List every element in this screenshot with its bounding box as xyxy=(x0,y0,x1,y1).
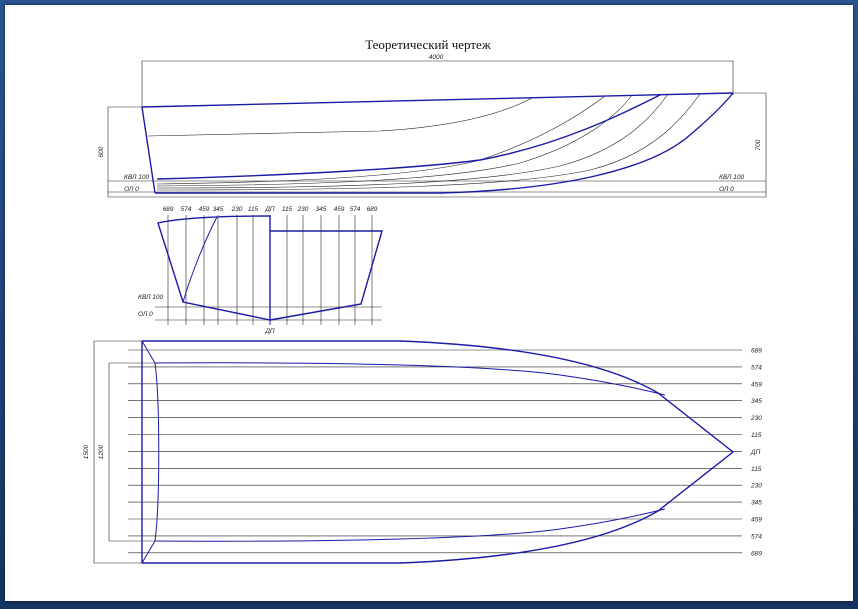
chine-plan-top xyxy=(154,362,666,396)
length-dimension-label: 4000 xyxy=(429,54,444,61)
body-plan-station-label: 230 xyxy=(297,206,309,213)
plan-buttock-label: 459 xyxy=(751,517,762,524)
plan-buttock-label: 689 xyxy=(751,550,762,557)
body-plan-bottom-label: ДП xyxy=(264,328,275,335)
plan-width-inner-label: 1200 xyxy=(98,444,105,459)
drawing-title: Теоретический чертеж xyxy=(365,37,492,52)
plan-inner-dimension xyxy=(108,362,155,542)
buttock-line-3 xyxy=(156,93,669,189)
plan-buttock-label: 574 xyxy=(751,533,762,540)
body-plan-station-label: 574 xyxy=(181,206,192,213)
plan-buttock-label: 689 xyxy=(751,348,762,355)
stern-half-section xyxy=(157,215,271,321)
plan-view: 1500 1200 689574459345230115ДП1152303454… xyxy=(83,340,762,564)
transom-line xyxy=(141,106,156,194)
body-plan-station-label: ДП xyxy=(264,206,275,213)
body-plan-station-label: 459 xyxy=(334,206,345,213)
plan-buttock-label: 230 xyxy=(750,415,762,422)
buttock-line-2 xyxy=(156,94,633,187)
bow-half-section xyxy=(269,230,383,321)
body-plan-station-label: 115 xyxy=(248,206,259,213)
body-plan-station-label: 459 xyxy=(199,206,210,213)
side-height-left-label: 600 xyxy=(98,146,105,157)
kvl-right-label: КВЛ 100 xyxy=(719,174,745,181)
ol-right-label: ОЛ 0 xyxy=(719,186,734,193)
sheer-line xyxy=(141,92,734,108)
side-box-lines xyxy=(108,92,767,198)
plan-buttock-label: 574 xyxy=(751,364,762,371)
kvl-left-label: КВЛ 100 xyxy=(124,174,150,181)
body-plan-station-label: 230 xyxy=(231,206,243,213)
chine-line xyxy=(156,94,661,180)
side-height-right-label: 700 xyxy=(755,139,762,150)
length-dimension-line xyxy=(141,60,734,107)
body-plan-kvl-label: КВЛ 100 xyxy=(138,294,164,301)
plan-outer-dimension xyxy=(93,340,142,564)
plan-buttock-label: 345 xyxy=(751,398,762,405)
side-profile-view: 4000 600 700 КВЛ 100 ОЛ 0 КВЛ 100 ОЛ 0 xyxy=(98,54,767,198)
plan-buttock-label: 115 xyxy=(751,432,762,439)
keel-stem-line xyxy=(155,92,734,194)
sheer-buttock-line xyxy=(147,97,533,137)
body-plan-station-label: 574 xyxy=(350,206,361,213)
plan-buttock-label: 230 xyxy=(750,483,762,490)
body-plan-station-label: 345 xyxy=(213,206,224,213)
chine-plan-bottom xyxy=(154,508,666,542)
plan-buttock-label: 345 xyxy=(751,500,762,507)
body-plan-station-label: 689 xyxy=(163,206,174,213)
body-plan-ol-label: ОЛ 0 xyxy=(138,311,153,318)
sheer-plan-outline xyxy=(142,340,735,564)
drawing-sheet xyxy=(5,5,853,601)
ol-left-label: ОЛ 0 xyxy=(124,186,139,193)
plan-width-outer-label: 1500 xyxy=(83,444,90,459)
plan-buttock-label: ДП xyxy=(750,449,761,456)
stern-inner-section xyxy=(182,216,218,303)
buttock-line-1 xyxy=(156,95,606,185)
transom-chine-curve xyxy=(141,340,160,564)
plan-buttock-label: 459 xyxy=(751,381,762,388)
body-plan-station-label: 689 xyxy=(367,206,378,213)
buttock-line-4 xyxy=(156,93,701,191)
body-plan-station-label: 115 xyxy=(282,206,293,213)
plan-buttock-label: 115 xyxy=(751,466,762,473)
body-plan-station-label: 345 xyxy=(316,206,327,213)
